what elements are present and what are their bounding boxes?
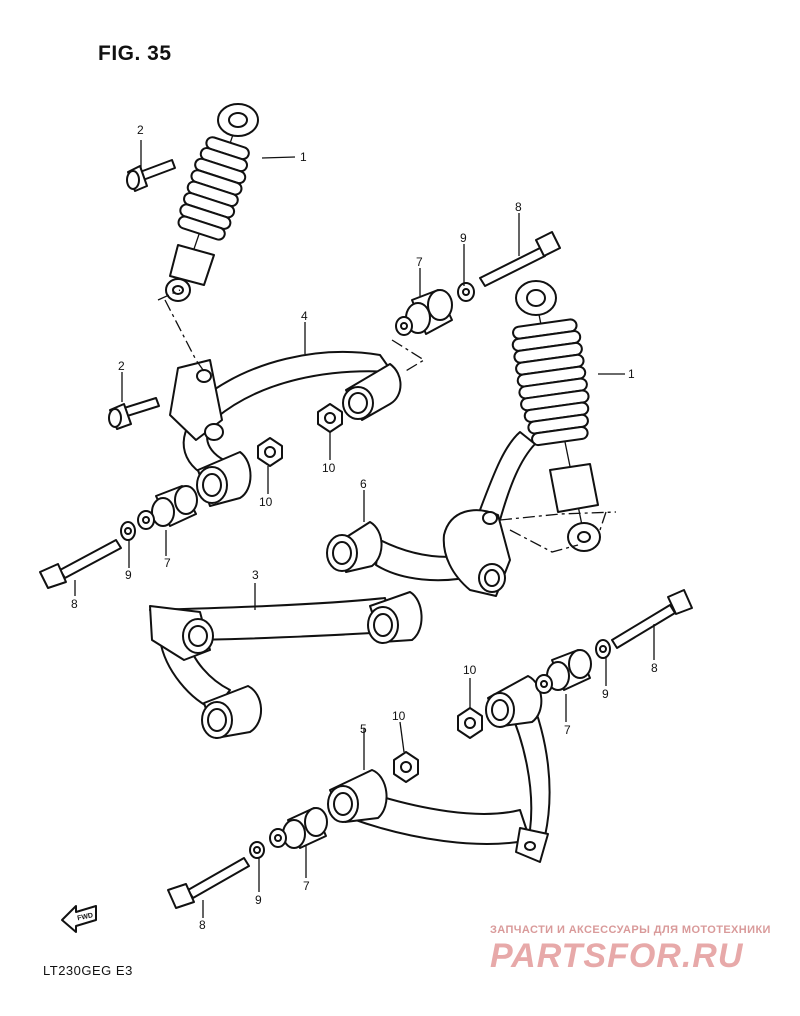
callout-1-left: 1 xyxy=(300,150,307,164)
callout-10-lower-center: 10 xyxy=(392,709,406,723)
callout-10-upper-center: 10 xyxy=(322,461,336,475)
callout-9-upper-left: 9 xyxy=(125,568,132,582)
fwd-arrow-icon: FWD xyxy=(61,905,97,933)
callout-8-lower-left: 8 xyxy=(199,918,206,932)
lower-arm-right[interactable] xyxy=(327,675,551,863)
upper-arm-left[interactable] xyxy=(169,351,402,507)
callout-7-lower-left: 7 xyxy=(303,879,310,893)
nut-upper-arm-left[interactable] xyxy=(257,437,283,467)
callout-9-lower-right: 9 xyxy=(602,687,609,701)
callout-9-upper-right: 9 xyxy=(460,231,467,245)
callout-8-upper-right: 8 xyxy=(515,200,522,214)
upper-arm-right[interactable] xyxy=(326,431,536,597)
callout-8-upper-left: 8 xyxy=(71,597,78,611)
shock-bolt-upper[interactable] xyxy=(126,159,176,192)
washer-lower-left[interactable] xyxy=(249,841,265,859)
lower-arm-left[interactable] xyxy=(149,591,423,739)
callout-5: 5 xyxy=(360,722,367,736)
washer-lower-right[interactable] xyxy=(595,639,611,659)
callout-9-lower-left: 9 xyxy=(255,893,262,907)
long-bolt-lower-left[interactable] xyxy=(167,857,250,909)
callout-2-upper: 2 xyxy=(137,123,144,137)
callout-3: 3 xyxy=(252,568,259,582)
shock-bolt-middle[interactable] xyxy=(108,397,160,430)
callout-10-upper-left: 10 xyxy=(259,495,273,509)
long-bolt-upper-left[interactable] xyxy=(39,539,122,589)
callout-4: 4 xyxy=(301,309,308,323)
fwd-label: FWD xyxy=(77,912,94,922)
callout-2-middle: 2 xyxy=(118,359,125,373)
washer-upper-left[interactable] xyxy=(120,521,136,541)
model-code: LT230GEG E3 xyxy=(43,963,133,978)
nut-lower-arm-center[interactable] xyxy=(393,751,419,783)
figure-title: FIG. 35 xyxy=(98,42,172,65)
shock-absorber-right[interactable] xyxy=(510,280,601,552)
shock-absorber-left[interactable] xyxy=(165,103,259,302)
long-bolt-lower-right[interactable] xyxy=(611,589,693,649)
nut-upper-arm-center[interactable] xyxy=(317,403,343,433)
bushing-upper-right[interactable] xyxy=(395,289,453,336)
callout-1-right: 1 xyxy=(628,367,635,381)
callout-7-upper-right: 7 xyxy=(416,255,423,269)
bushing-lower-left[interactable] xyxy=(269,807,328,849)
long-bolt-upper-right[interactable] xyxy=(479,231,561,287)
bushing-lower-right[interactable] xyxy=(535,649,592,694)
callout-10-lower-right: 10 xyxy=(463,663,477,677)
leader-lines xyxy=(74,140,655,918)
callout-7-upper-left: 7 xyxy=(164,556,171,570)
nut-lower-arm-right[interactable] xyxy=(457,707,483,739)
callout-8-lower-right: 8 xyxy=(651,661,658,675)
washer-upper-right[interactable] xyxy=(457,282,475,302)
watermark-brand: PARTSFOR.RU xyxy=(490,937,744,975)
callout-7-lower-right: 7 xyxy=(564,723,571,737)
bushing-upper-left[interactable] xyxy=(137,485,198,530)
watermark-tagline: ЗАПЧАСТИ И АКСЕССУАРЫ ДЛЯ МОТОТЕХНИКИ xyxy=(490,924,771,936)
callout-6: 6 xyxy=(360,477,367,491)
